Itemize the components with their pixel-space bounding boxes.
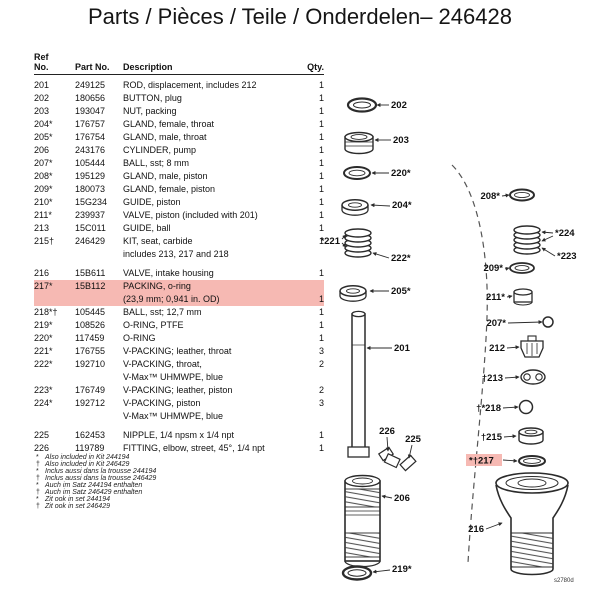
callout-209: 209* [483, 263, 503, 274]
part-223-224-stack-drawing [513, 225, 541, 255]
part-204-drawing [341, 199, 369, 216]
part-208-drawing [509, 188, 535, 202]
callout-220: 220* [391, 168, 411, 179]
callout-202: 202 [391, 100, 407, 111]
footnote: *Inclus aussi dans la trousse 244194 [36, 468, 157, 475]
assembly-dashed-curve [451, 164, 488, 564]
header-part: Part No. [75, 52, 123, 75]
footnote: †Also included in Kit 246429 [36, 461, 130, 468]
table-row-continuation: (23,9 mm; 0,941 in. OD)1 [34, 293, 324, 306]
part-201-drawing [347, 310, 370, 458]
callout-211: 211* [486, 292, 505, 303]
figure-code: s2780d [554, 578, 574, 584]
footnote: †Inclus aussi dans la trousse 246429 [36, 475, 157, 482]
page-title: Parts / Pièces / Teile / Onderdelen– 246… [88, 4, 512, 29]
part-221-222-stack-drawing [344, 228, 372, 258]
callout-223: *223 [557, 251, 577, 262]
header-desc: Description [123, 52, 304, 75]
table-row-continuation: V-Max™ UHMWPE, blue [123, 372, 224, 382]
table-row-continuation: V-Max™ UHMWPE, blue [123, 411, 224, 421]
part-drawings [339, 97, 569, 581]
footnote: †Auch im Satz 246429 enthalten [36, 489, 143, 496]
part-226-drawing [377, 446, 401, 469]
header-qty: Qty. [304, 52, 324, 75]
callout-217: *†217 [469, 456, 494, 467]
callout-213: †213 [482, 373, 503, 384]
part-220-drawing [343, 166, 371, 180]
part-216-drawing [495, 472, 569, 576]
part-211-drawing [513, 288, 533, 306]
callout-215: †215 [481, 432, 503, 443]
callout-206: 206 [394, 493, 410, 504]
callout-203: 203 [393, 135, 409, 146]
table-row-continuation: includes 213, 217 and 218 [123, 249, 229, 259]
callout-225: 225 [405, 434, 422, 445]
footnote: *Also included in Kit 244194 [36, 454, 130, 461]
callout-216: 216 [468, 524, 484, 535]
part-207-drawing [542, 316, 554, 328]
leader-lines [341, 102, 556, 574]
callout-217-highlight [466, 454, 502, 466]
part-209-drawing [509, 262, 535, 274]
callout-218: †*218 [476, 403, 501, 414]
part-205-drawing [339, 285, 367, 302]
part-217-drawing [518, 455, 546, 467]
part-206-drawing [344, 474, 381, 568]
part-218-drawing [518, 399, 534, 415]
footnote: *Auch im Satz 244194 enthalten [36, 482, 143, 489]
callout-labels: 202 203 220* 204* *221 222* 205* 201 226… [320, 100, 576, 584]
part-203-drawing [344, 131, 374, 155]
callout-221: *221 [320, 236, 340, 247]
part-212-drawing [520, 335, 544, 358]
table-header: Ref No. Part No. Description Qty. [34, 52, 324, 75]
callout-201: 201 [394, 343, 411, 354]
footnote: †Zit ook in set 246429 [36, 503, 110, 510]
callout-222: 222* [391, 253, 411, 264]
footnotes: *Also included in Kit 244194†Also includ… [36, 454, 276, 510]
callout-212: 212 [489, 343, 505, 354]
callout-205: 205* [391, 286, 411, 297]
part-225-drawing [399, 454, 417, 472]
callout-204: 204* [392, 200, 412, 211]
exploded-diagram: 202 203 220* 204* *221 222* 205* 201 226… [320, 97, 577, 584]
header-ref: Ref No. [34, 52, 75, 75]
callout-226: 226 [379, 426, 395, 437]
part-215-drawing [518, 427, 544, 445]
part-219-drawing [341, 565, 373, 581]
footnote: *Zit ook in set 244194 [36, 496, 110, 503]
part-202-drawing [346, 97, 378, 113]
callout-208: 208* [480, 191, 500, 202]
callout-224: *224 [555, 228, 575, 239]
callout-219: 219* [392, 564, 412, 575]
callout-207: 207* [486, 318, 506, 329]
part-213-drawing [520, 369, 546, 385]
